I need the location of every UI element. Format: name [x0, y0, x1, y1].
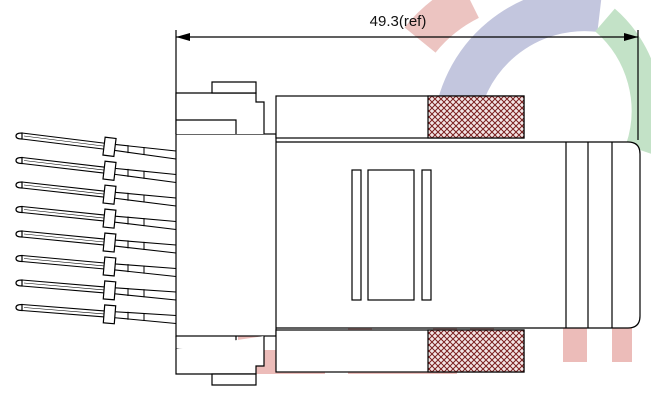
- top-latch: [175, 92, 265, 134]
- contact-edge-bottom: [114, 197, 177, 207]
- wire-edge-bottom: [21, 309, 107, 318]
- wire-edge-top: [21, 279, 107, 288]
- wire-pin-tip: [15, 156, 23, 165]
- contact-edge-top: [114, 239, 177, 246]
- contact-edge-bottom: [114, 221, 177, 231]
- wire-pin-tip: [15, 181, 23, 189]
- wire-edge-bottom: [21, 138, 107, 150]
- wire-pin-tip: [15, 254, 23, 263]
- watermark-globe-green-arc: [594, 8, 651, 154]
- contact-edge-bottom: [114, 317, 177, 325]
- wire-edge-top: [21, 181, 107, 192]
- wire-crimp-sleeve: [102, 184, 117, 205]
- contact-edge-top: [114, 143, 177, 152]
- wire-6: [15, 254, 177, 278]
- dimension-arrow-left: [176, 33, 190, 41]
- cable-jacket: [276, 141, 641, 329]
- connector-shell: [175, 81, 525, 386]
- wire-crimp-sleeve: [102, 280, 117, 301]
- top-latch-notch: [176, 119, 237, 134]
- wire-center-line: [23, 258, 105, 267]
- wire-center-line: [23, 184, 105, 195]
- bottom-latch-tab: [211, 373, 257, 386]
- top-latch-tab: [211, 81, 257, 94]
- watermark-globe-red-arc: [404, 0, 480, 54]
- wire-edge-top: [21, 156, 107, 168]
- wire-center-line: [23, 160, 105, 171]
- shell-body: [175, 133, 277, 337]
- wire-8: [15, 303, 177, 325]
- wire-center-line: [23, 135, 105, 147]
- wire-pin-tip: [15, 303, 23, 312]
- tie-slot-left: [351, 169, 362, 301]
- wire-7: [15, 279, 177, 301]
- contact-edge-bottom: [114, 245, 177, 254]
- wire-crimp-sleeve: [102, 232, 117, 253]
- wire-pin-tip: [15, 132, 23, 140]
- wire-edge-top: [21, 230, 107, 240]
- wire-crimp-sleeve: [102, 304, 117, 325]
- wire-edge-bottom: [21, 187, 107, 198]
- wire-edge-top: [21, 303, 107, 312]
- wire-edge-top: [21, 132, 107, 144]
- bottom-braid-hatch: [427, 329, 525, 373]
- wire-crimp-sleeve: [102, 160, 117, 181]
- wire-3: [15, 181, 177, 207]
- contact-edge-bottom: [114, 293, 177, 301]
- wire-edge-top: [21, 254, 107, 264]
- wire-crimp-sleeve: [102, 208, 117, 229]
- dimension-arrow-right: [624, 33, 638, 41]
- wire-2: [15, 156, 177, 184]
- contact-edge-top: [114, 191, 177, 199]
- wire-center-line: [23, 282, 105, 291]
- wire-pin-tip: [15, 279, 23, 287]
- contact-edge-top: [114, 167, 177, 176]
- contact-edge-bottom: [114, 173, 177, 184]
- wire-center-line: [23, 307, 105, 315]
- wire-edge-bottom: [21, 260, 107, 270]
- wire-crimp-sleeve: [102, 136, 117, 158]
- tie-slot-center: [367, 169, 415, 301]
- dimension-label: 49.3(ref): [370, 13, 427, 30]
- contact-edge-top: [114, 215, 177, 223]
- wire-edge-bottom: [21, 162, 107, 174]
- wire-edge-bottom: [21, 285, 107, 294]
- wire-1: [15, 132, 177, 160]
- jacket-outline: [276, 141, 641, 329]
- wire-edge-bottom: [21, 211, 107, 222]
- wire-edge-top: [21, 205, 107, 216]
- wire-center-line: [23, 209, 105, 219]
- wire-pin-tip: [15, 205, 23, 214]
- contact-edge-bottom: [114, 269, 177, 278]
- top-braid-hatch: [427, 95, 525, 139]
- wire-leads: [15, 132, 177, 325]
- wire-4: [15, 205, 177, 231]
- length-dimension: 49.3(ref): [175, 13, 639, 140]
- contact-edge-top: [114, 311, 177, 317]
- wire-crimp-sleeve: [102, 256, 117, 277]
- contact-edge-top: [114, 263, 177, 270]
- wire-5: [15, 230, 177, 254]
- wire-edge-bottom: [21, 236, 107, 246]
- bottom-latch-outer: [175, 336, 265, 375]
- contact-edge-top: [114, 287, 177, 293]
- contact-edge-bottom: [114, 149, 177, 160]
- wire-center-line: [23, 233, 105, 243]
- wire-pin-tip: [15, 230, 23, 238]
- tie-slot-right: [421, 169, 432, 301]
